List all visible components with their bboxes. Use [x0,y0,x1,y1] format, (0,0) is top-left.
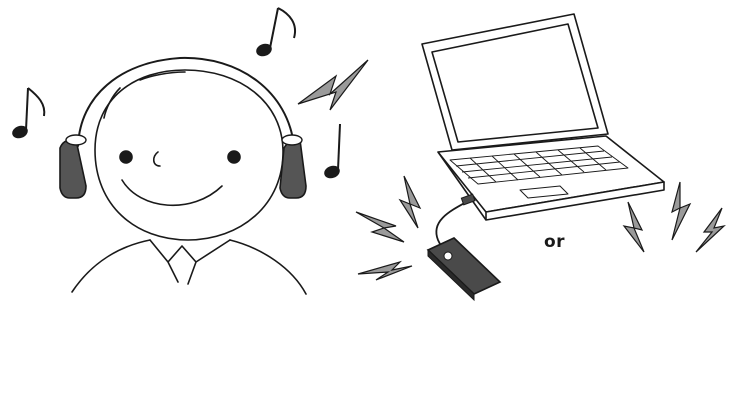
laptop-icon [422,14,664,220]
shoulders [72,240,306,294]
person-figure [72,58,306,294]
music-note-icon [256,8,295,57]
music-note-icon [12,88,45,139]
bluetooth-transmitter-icon [428,238,500,300]
smile [122,180,222,205]
music-note-icon [324,124,341,179]
right-eye [228,151,240,163]
lightning-icon [356,176,420,280]
left-eye [120,151,132,163]
collar [150,240,230,284]
nose [154,152,160,166]
or-connector-label: or [544,232,565,252]
lightning-icon [298,60,368,110]
